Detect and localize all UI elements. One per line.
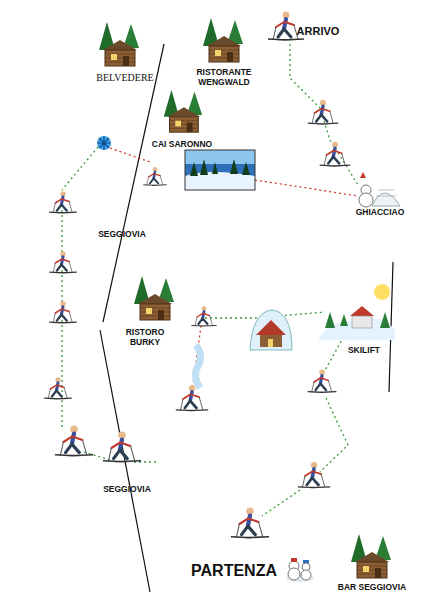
place-label: SEGGIOVIA (90, 230, 154, 240)
place-label: RISTORO BURKY (120, 328, 170, 348)
place-label: BAR SEGGIOVIA (327, 583, 417, 593)
place-label: PARTENZA (179, 562, 289, 580)
place-label: SEGGIOVIA (95, 485, 159, 495)
place-label: BELVEDERE (85, 72, 165, 84)
place-label: ARRIVO (288, 25, 348, 38)
place-label: SKILIFT (336, 346, 392, 356)
place-label: RISTORANTE WENGWALD (193, 68, 255, 88)
place-label: CAI SARONNO (147, 140, 217, 150)
place-label: GHIACCIAO (348, 208, 412, 218)
